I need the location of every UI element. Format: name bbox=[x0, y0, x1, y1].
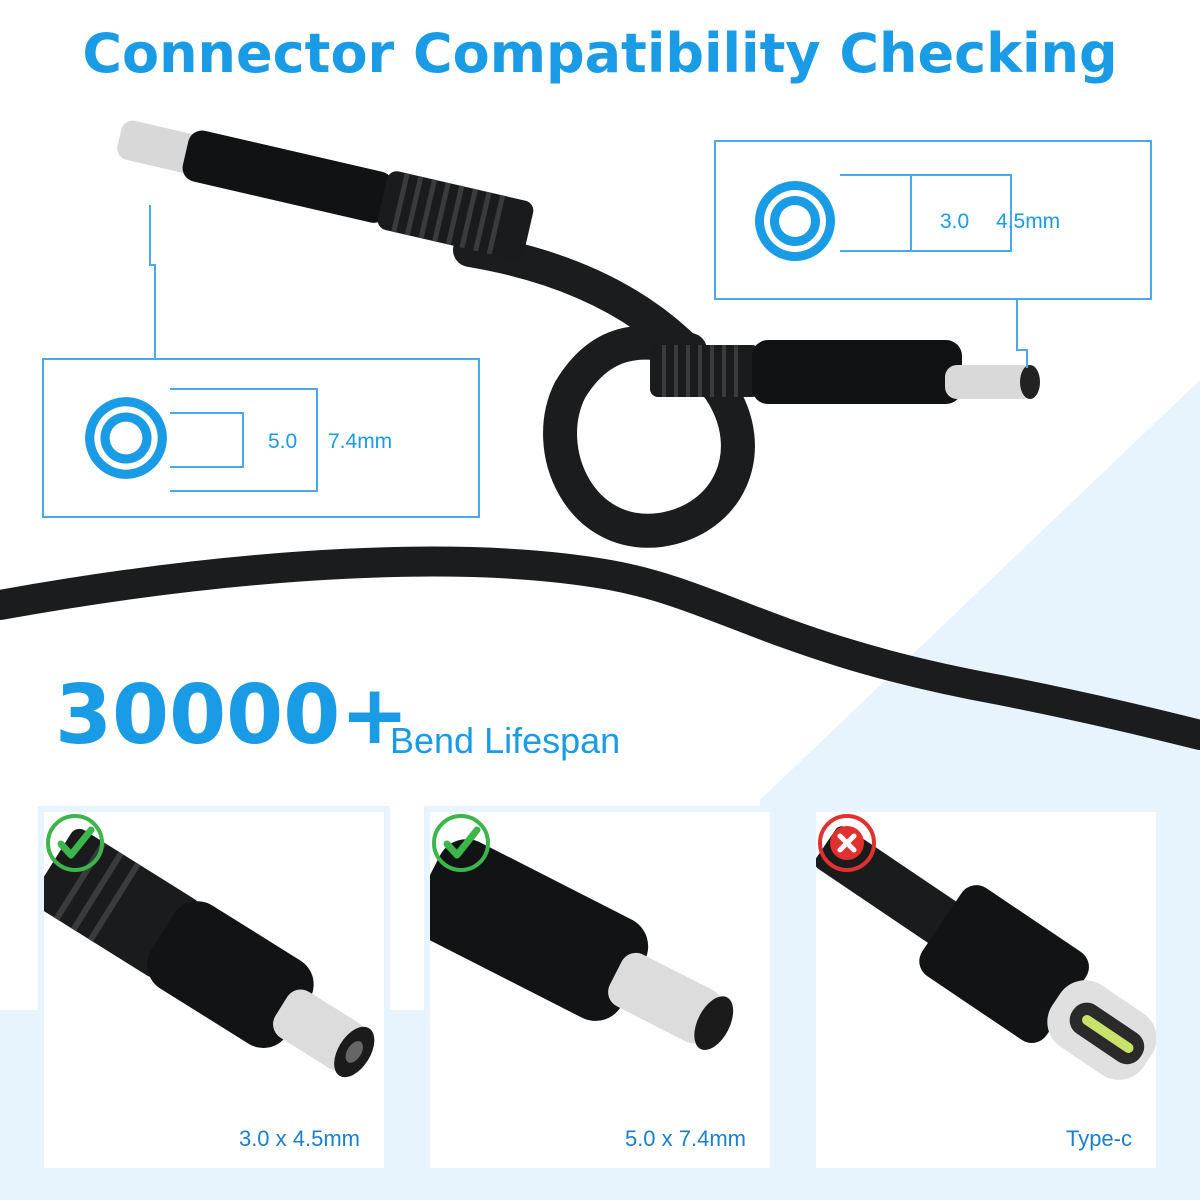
plug-small bbox=[650, 340, 1040, 404]
dc-plug-large-photo bbox=[430, 839, 734, 1050]
spec-box-large: 5.0 7.4mm bbox=[42, 358, 480, 518]
spec-outer-diameter: 7.4mm bbox=[328, 430, 393, 453]
dc-plug-small-photo bbox=[44, 828, 375, 1078]
card-label: 3.0 x 4.5mm bbox=[238, 1126, 360, 1151]
check-icon bbox=[432, 814, 490, 872]
card-label: 5.0 x 7.4mm bbox=[624, 1126, 746, 1151]
spec-outer-diameter: 4.5mm bbox=[996, 210, 1061, 233]
page-title: Connector Compatibility Checking bbox=[82, 22, 1118, 85]
cable-left bbox=[0, 546, 1200, 750]
spec-inner-diameter: 3.0 bbox=[940, 210, 970, 233]
spec-inner-frame bbox=[840, 174, 912, 252]
bend-lifespan: 30000+ Bend Lifespan bbox=[55, 668, 620, 763]
card-label: Type-c bbox=[1065, 1126, 1132, 1151]
compat-card-2: 5.0 x 7.4mm bbox=[424, 806, 776, 1174]
leader-line-small bbox=[1016, 298, 1028, 368]
check-icon bbox=[46, 814, 104, 872]
connector-ring-icon bbox=[755, 181, 835, 261]
spec-box-small: 3.0 4.5mm bbox=[714, 140, 1152, 300]
cable-loop bbox=[453, 233, 755, 548]
connector-ring-icon bbox=[85, 397, 167, 479]
leader-line-large bbox=[149, 205, 156, 358]
compat-card-3: Type-c bbox=[810, 806, 1162, 1174]
bend-text: Bend Lifespan bbox=[390, 720, 621, 761]
compat-card-1: 3.0 x 4.5mm bbox=[38, 806, 390, 1174]
cross-icon bbox=[818, 814, 876, 872]
spec-inner-diameter: 5.0 bbox=[268, 430, 298, 453]
bend-count: 30000+ bbox=[55, 668, 409, 763]
spec-outer-frame bbox=[170, 388, 318, 492]
spec-inner-frame bbox=[170, 412, 244, 468]
plug-large bbox=[117, 120, 534, 260]
spec-outer-frame bbox=[840, 174, 1012, 252]
